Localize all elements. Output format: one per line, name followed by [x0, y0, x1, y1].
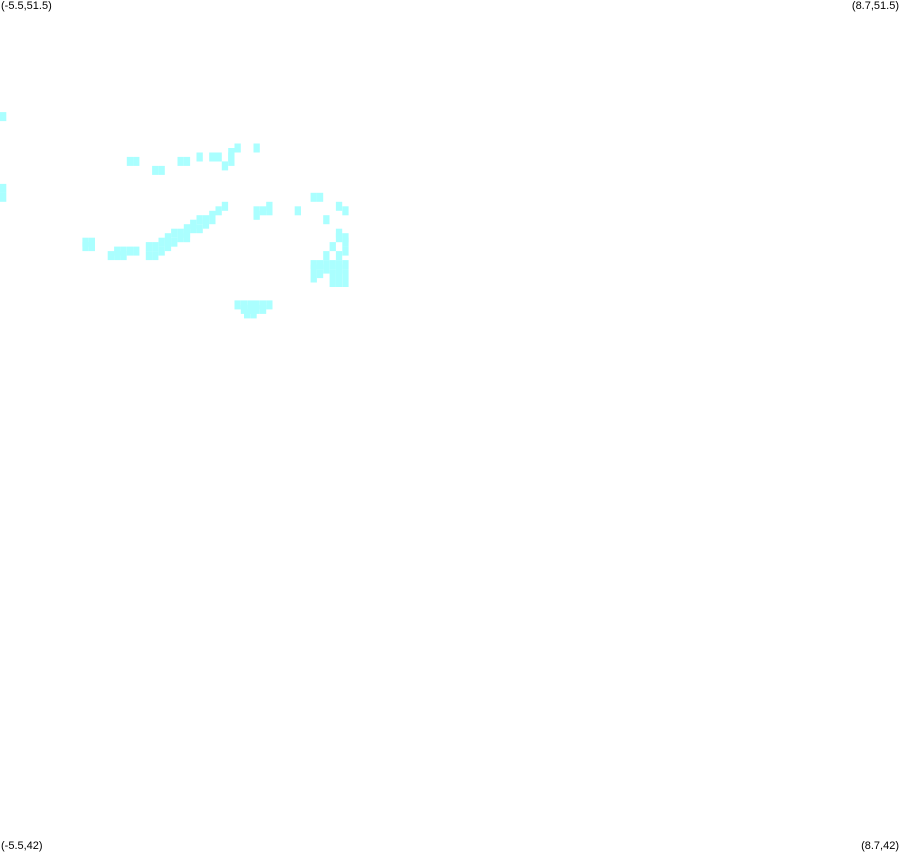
grid-cell: [323, 251, 330, 261]
grid-cell: [202, 219, 210, 229]
grid-cell: [120, 251, 127, 261]
grid-cell: [183, 156, 191, 166]
grid-cell: [0, 183, 7, 193]
grid-cell: [228, 156, 235, 166]
grid-cell: [0, 192, 7, 202]
grid-cell: [152, 165, 159, 175]
grid-cell: [234, 300, 241, 310]
grid-cell: [250, 309, 257, 319]
grid-cell: [342, 246, 349, 256]
grid-cell: [329, 242, 336, 252]
grid-cell: [335, 278, 343, 287]
grid-cell: [329, 278, 336, 287]
grid-cell: [253, 143, 260, 153]
grid-cell: [196, 215, 203, 225]
grid-cell: [196, 224, 203, 234]
grid-cell: [158, 165, 165, 175]
grid-cell: [323, 264, 330, 274]
grid-cell: [177, 233, 184, 243]
grid-cell: [342, 278, 349, 287]
grid-cell: [190, 224, 197, 234]
grid-cell: [342, 206, 349, 216]
grid-cell: [335, 201, 343, 211]
grid-cell: [259, 304, 267, 314]
grid-cell: [177, 156, 184, 166]
grid-cell: [310, 192, 317, 202]
grid-cell: [310, 273, 317, 283]
grid-cell: [266, 206, 273, 216]
grid-cell: [316, 269, 324, 279]
grid-cell: [158, 246, 165, 256]
corner-label-bottom-right: (8.7,42): [861, 840, 899, 852]
grid-cell: [247, 304, 254, 314]
grid-cell: [253, 206, 260, 216]
grid-cell: [221, 161, 229, 171]
grid-cell: [342, 269, 349, 279]
corner-label-top-right: (8.7,51.5): [851, 0, 899, 12]
grid-cell: [323, 215, 330, 225]
grid-cell: [259, 206, 267, 216]
grid-cell: [88, 242, 95, 252]
grid-cell: [316, 260, 324, 270]
grid-cell: [335, 251, 343, 261]
grid-cell: [152, 251, 159, 261]
grid-cell: [342, 260, 349, 270]
grid-cell: [209, 215, 216, 225]
grid-cell: [310, 264, 317, 274]
grid-cell: [234, 143, 241, 153]
grid-cell: [329, 269, 336, 279]
grid-cell: [215, 152, 222, 162]
grid-cell: [126, 246, 134, 256]
grid-cell: [107, 251, 114, 261]
grid-cell: [145, 242, 153, 252]
corner-label-top-left: (-5.5,51.5): [1, 0, 52, 12]
grid-cell: [152, 242, 159, 252]
grid-cell: [342, 237, 349, 247]
grid-cell: [133, 156, 140, 166]
grid-cell: [114, 251, 121, 261]
grid-cell: [164, 237, 172, 247]
grid-cell: [133, 246, 140, 256]
grid-cell: [171, 228, 178, 238]
grid-cell: [329, 260, 336, 270]
grid-cell: [183, 233, 191, 243]
grid-cell: [158, 237, 165, 247]
grid-cell: [294, 206, 301, 216]
grid-cell: [316, 192, 324, 202]
grid-cell: [240, 304, 248, 314]
grid-cell: [266, 300, 273, 310]
corner-label-bottom-left: (-5.5,42): [1, 840, 43, 852]
grid-cell: [126, 156, 134, 166]
grid-cell: [145, 251, 153, 261]
grid-cell: [335, 264, 343, 274]
grid-cell: [209, 152, 216, 162]
grid-cell: [215, 206, 222, 216]
grid-cell: [171, 237, 178, 247]
grid-cell: [221, 201, 229, 211]
grid-cell: [335, 233, 343, 243]
grid-cell: [0, 112, 7, 122]
grid-cell: [82, 242, 89, 252]
grid-cell: [196, 152, 203, 162]
grid-cell: [244, 309, 251, 319]
